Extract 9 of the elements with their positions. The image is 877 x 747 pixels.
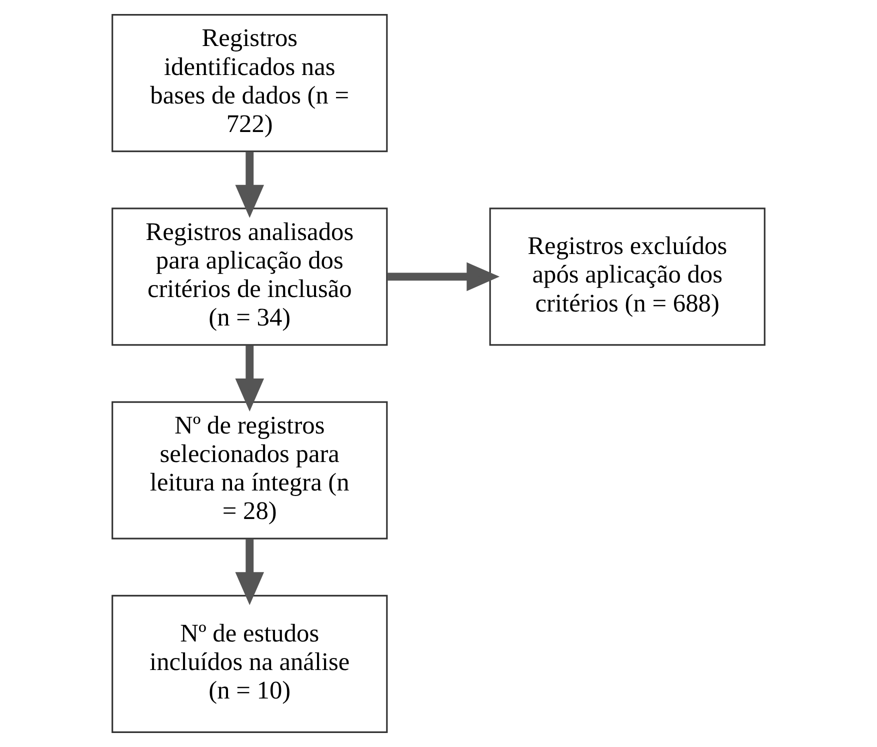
node-box: Registros analisados para aplicação dos critérios de inclusão (n = 34) [112, 208, 388, 346]
arrow [235, 152, 264, 218]
arrow [388, 262, 500, 292]
node-box: Registros identificados nas bases de dados (n = 722) [112, 14, 388, 152]
node-box: Nº de registros selecionados para leitura na íntegra (n = 28) [112, 401, 388, 540]
arrow [235, 539, 264, 606]
arrow [235, 345, 264, 412]
node-box: Registros excluídos após aplicação dos critérios (n = 688) [489, 208, 766, 346]
node-box: Nº de estudos incluídos na análise (n = 10) [112, 594, 388, 733]
